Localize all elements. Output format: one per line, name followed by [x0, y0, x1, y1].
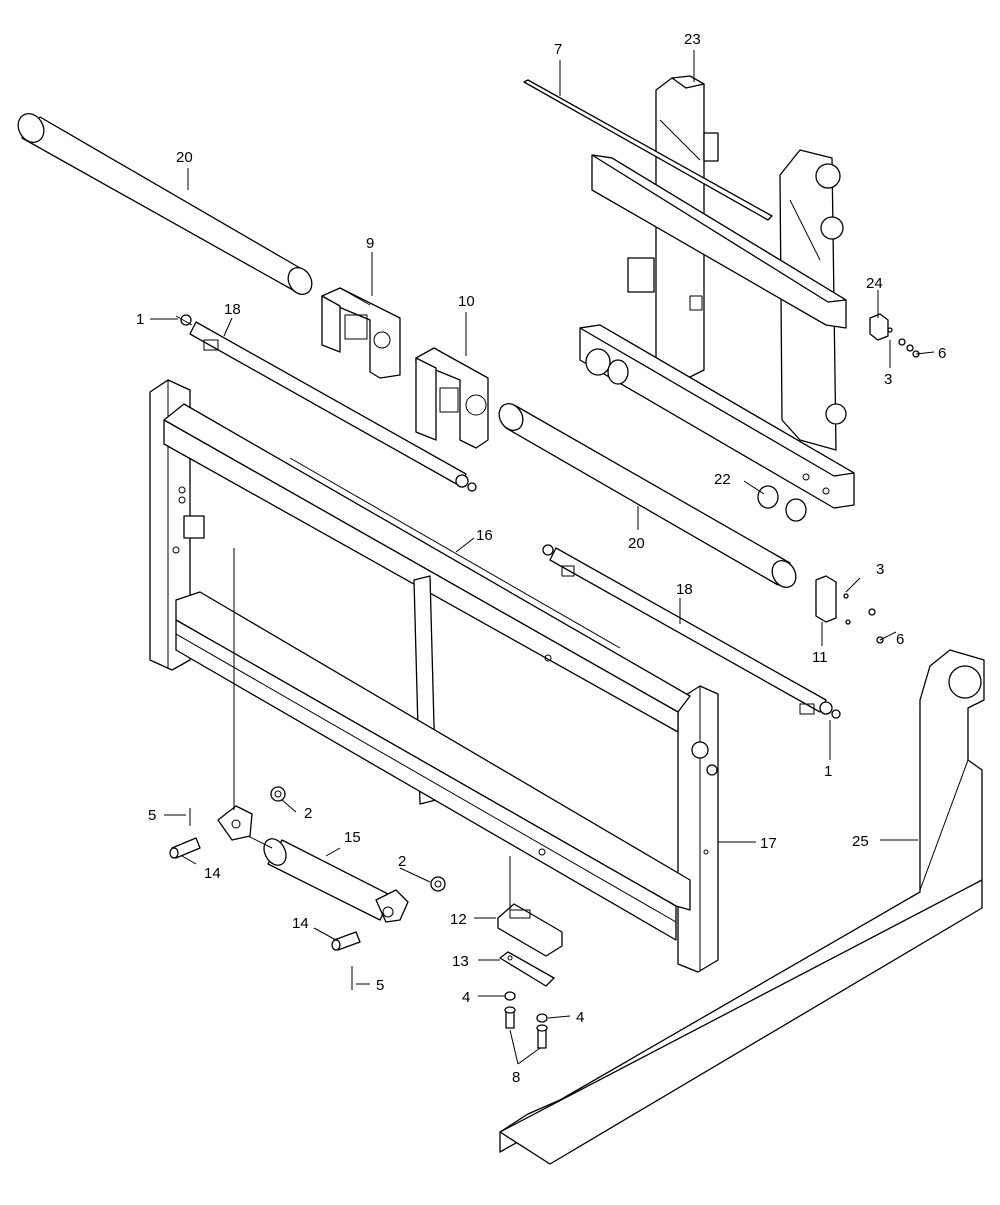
label-14-upper: 14: [204, 865, 221, 882]
label-24: 24: [866, 275, 883, 292]
cotters-5: [189, 808, 353, 990]
label-22: 22: [714, 471, 731, 488]
plate-13: [499, 951, 555, 987]
bracket-9: [321, 287, 401, 379]
label-4-left: 4: [462, 989, 470, 1006]
label-2-upper: 2: [304, 805, 312, 822]
label-23: 23: [684, 31, 701, 48]
label-6-lower: 6: [896, 631, 904, 648]
label-8: 8: [512, 1069, 520, 1086]
label-18-lower: 18: [676, 581, 693, 598]
label-4-right: 4: [576, 1009, 584, 1026]
pins-14: [169, 837, 361, 951]
label-14-lower: 14: [292, 915, 309, 932]
label-12: 12: [450, 911, 467, 928]
label-10: 10: [458, 293, 475, 310]
label-11: 11: [812, 649, 828, 666]
pad-12: [497, 903, 563, 957]
washers-22: [757, 485, 807, 522]
leader-lines: [150, 50, 935, 1065]
pin-20-upper: [17, 113, 313, 295]
label-6-upper: 6: [938, 345, 946, 362]
pin-20-lower: [498, 403, 797, 588]
cylinder-18-upper: [175, 314, 477, 492]
bracket-10: [415, 347, 489, 449]
bolts-6-upper: [887, 327, 920, 358]
hardware-4-8: [504, 991, 548, 1049]
label-1-lower: 1: [824, 763, 832, 780]
label-20-upper: 20: [176, 149, 193, 166]
label-18-upper: 18: [224, 301, 241, 318]
label-13: 13: [452, 953, 469, 970]
label-20-lower: 20: [628, 535, 645, 552]
label-17: 17: [760, 835, 777, 852]
bar-7: [523, 79, 773, 221]
label-15: 15: [344, 829, 361, 846]
cylinder-18-lower: [542, 544, 841, 719]
label-16: 16: [476, 527, 493, 544]
label-5-upper: 5: [148, 807, 156, 824]
label-2-lower: 2: [398, 853, 406, 870]
carriage-23: [579, 75, 855, 509]
label-3-upper: 3: [884, 371, 892, 388]
label-25: 25: [852, 833, 869, 850]
label-3-lower: 3: [876, 561, 884, 578]
frame-17: [149, 379, 719, 973]
plate-24: [869, 313, 889, 341]
label-1-upper: 1: [136, 311, 144, 328]
label-7: 7: [554, 41, 562, 58]
plate-11: [815, 575, 837, 623]
fork-25: [499, 649, 985, 1165]
label-5-lower: 5: [376, 977, 384, 994]
part-labels: 7 23 20 9 10 1 18 24 3 6 22 16 20 3 18 6…: [136, 31, 946, 1086]
washers-2: [270, 786, 446, 892]
bolts-6-lower: [843, 593, 884, 644]
cylinder-15: [217, 805, 409, 923]
label-9: 9: [366, 235, 374, 252]
